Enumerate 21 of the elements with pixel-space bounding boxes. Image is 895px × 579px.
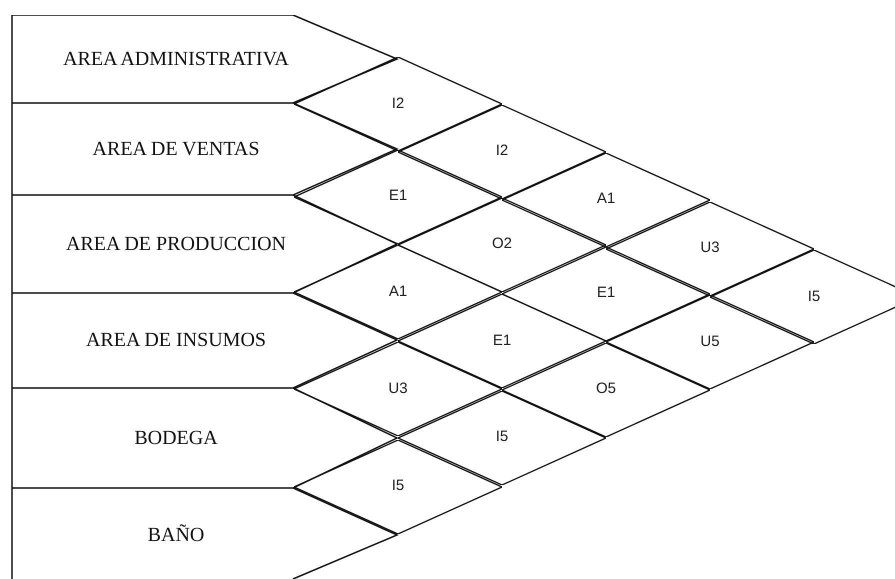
relationship-code: O5 — [596, 379, 616, 400]
relationship-code: I5 — [392, 476, 404, 496]
relationship-code: U3 — [700, 238, 720, 258]
relationship-code: I2 — [496, 141, 508, 162]
department-name: AREA DE INSUMOS — [86, 328, 266, 352]
relationship-code: E1 — [596, 283, 616, 304]
relationship-code: U3 — [388, 378, 408, 399]
department-name: BODEGA — [134, 426, 218, 450]
department-name: AREA DE PRODUCCION — [66, 232, 286, 256]
relationship-code: A1 — [596, 189, 616, 210]
relationship-code: U5 — [700, 332, 720, 352]
relationship-code: I5 — [808, 286, 820, 307]
relationship-code: O2 — [492, 234, 512, 254]
relationship-code: E1 — [492, 330, 512, 351]
department-name: AREA DE VENTAS — [92, 136, 260, 162]
department-name: AREA ADMINISTRATIVA — [63, 46, 289, 72]
relationship-code: I5 — [496, 427, 508, 448]
relationship-code: I2 — [392, 94, 404, 114]
department-name: BAÑO — [148, 522, 204, 548]
relationship-code: E1 — [388, 186, 408, 206]
relationship-code: A1 — [388, 282, 408, 302]
